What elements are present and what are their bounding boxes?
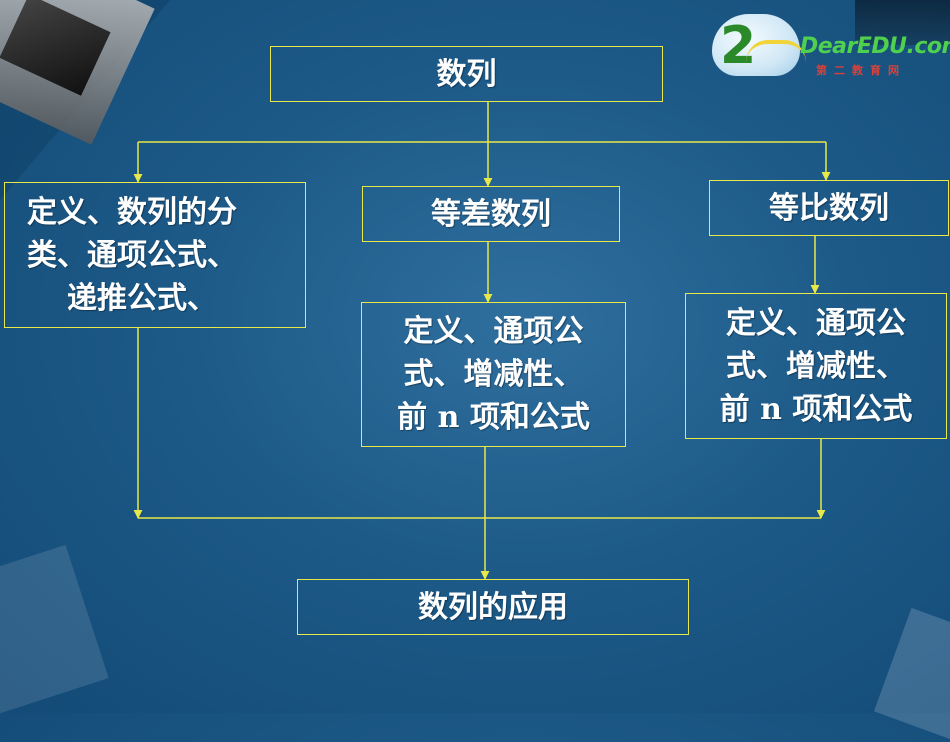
node-root: 数列 [270,46,663,102]
logo-numeral: 2 [720,16,757,76]
chess-pieces-image [855,0,950,45]
logo-text: DearEDU.com [800,34,950,59]
logo-subtext: 第二教育网 [816,64,906,77]
site-logo: 2 DearEDU.com 第二教育网 [712,14,950,86]
node-geom-detail-line-2: 式、增减性、 [726,348,906,384]
node-root-label: 数列 [436,56,497,92]
node-left-line-1: 定义、数列的分 [27,194,237,230]
node-geom-label: 等比数列 [769,190,889,226]
node-application-label: 数列的应用 [418,589,568,625]
node-arith-detail-line-2: 式、增减性、 [403,357,584,392]
logo-swoosh [746,40,806,62]
node-arith-detail-line-1: 定义、通项公 [403,314,584,349]
node-definition-classification: 定义、数列的分 类、通项公式、 递推公式、 [4,182,306,328]
node-left-line-2: 类、通项公式、 [27,237,237,273]
node-arith-detail-line-3: 前 n 项和公式 [397,400,590,435]
node-geometric-sequence: 等比数列 [709,180,949,236]
node-application: 数列的应用 [297,579,689,635]
node-arith-details: 定义、通项公 式、增减性、 前 n 项和公式 [361,302,626,447]
flowchart-connectors [133,101,831,580]
node-arith-label: 等差数列 [431,196,551,232]
node-arithmetic-sequence: 等差数列 [362,186,620,242]
node-geom-detail-line-1: 定义、通项公 [726,305,906,341]
node-left-line-3: 递推公式、 [67,280,217,316]
node-geom-details: 定义、通项公 式、增减性、 前 n 项和公式 [685,293,947,439]
node-geom-detail-line-3: 前 n 项和公式 [719,391,913,427]
